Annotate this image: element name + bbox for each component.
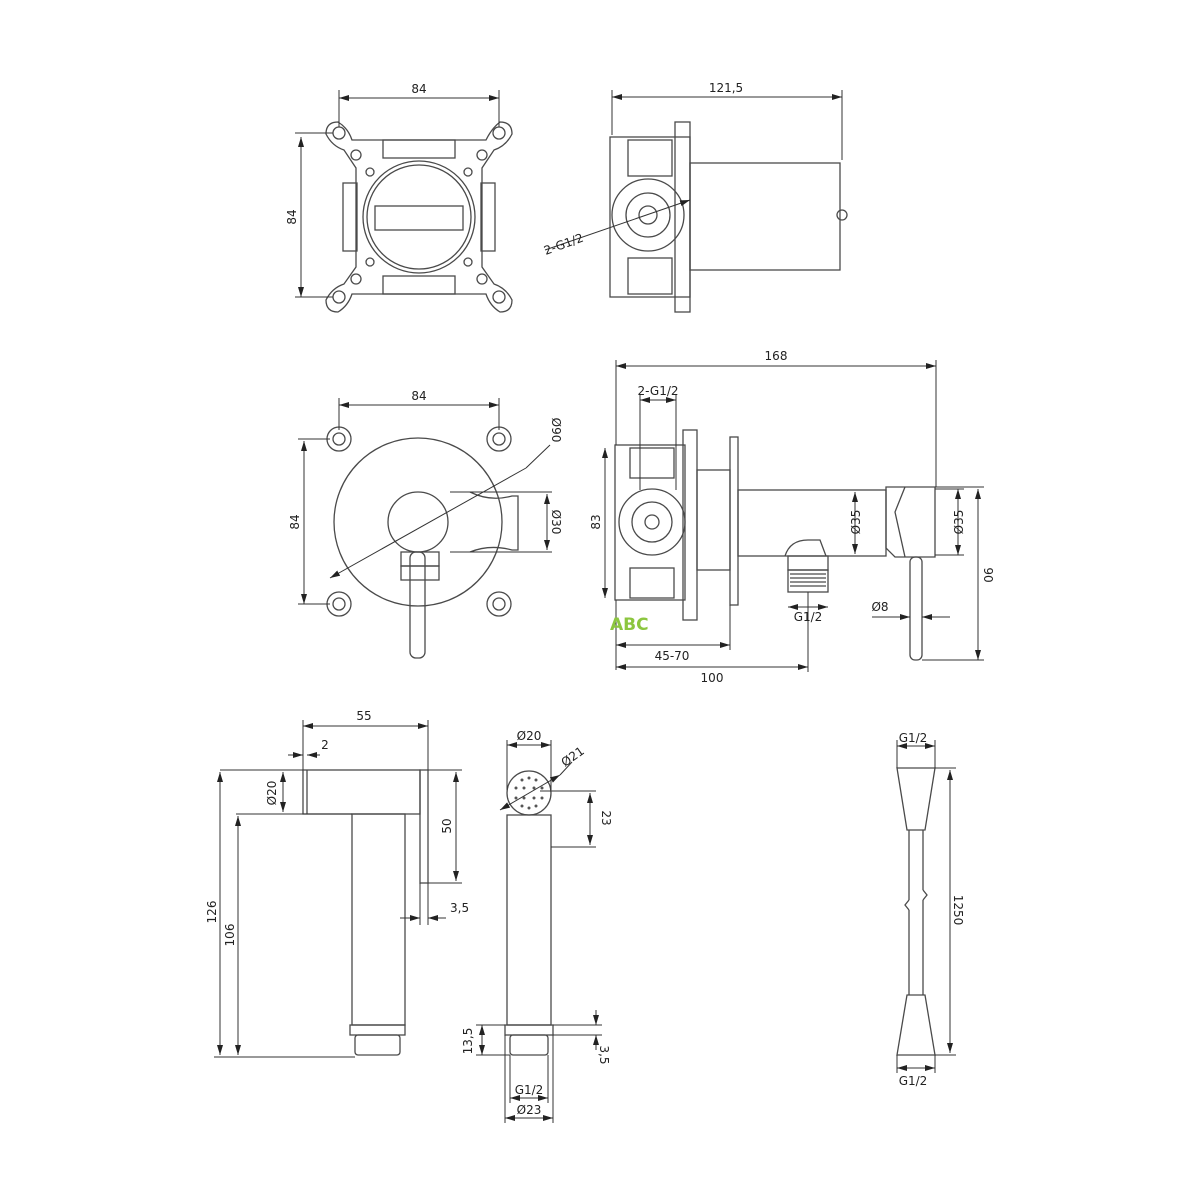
mount-side-view xyxy=(544,90,848,313)
front-head-height: 23 xyxy=(599,810,613,825)
valve-front-view xyxy=(298,398,552,659)
watermark-logo: ABC xyxy=(610,615,649,635)
front-head-diameter: Ø20 xyxy=(517,729,542,743)
front-spray-diameter: Ø21 xyxy=(559,744,587,770)
front-collar-height: 13,5 xyxy=(461,1028,475,1055)
handshower-total-height: 126 xyxy=(205,901,219,924)
handshower-length: 55 xyxy=(356,709,371,723)
front-thread-height: 3,5 xyxy=(597,1045,611,1064)
hose-view xyxy=(896,740,956,1073)
valve-body-height: 83 xyxy=(589,514,603,529)
handshower-side-view xyxy=(214,720,462,1058)
handshower-body-height: 106 xyxy=(223,924,237,947)
hose-length: 1250 xyxy=(951,895,965,926)
valve-pipe-diameter: Ø35 xyxy=(849,510,863,535)
valve-plate-diameter: Ø90 xyxy=(549,418,563,443)
mount-front-height: 84 xyxy=(285,209,299,224)
valve-total-length: 168 xyxy=(765,349,788,363)
valve-wall-depth: 45-70 xyxy=(655,649,690,663)
handshower-lever-length: 50 xyxy=(440,818,454,833)
handshower-head-diameter: Ø20 xyxy=(265,781,279,806)
mount-side-connection: 2-G1/2 xyxy=(542,231,585,258)
mount-side-length: 121,5 xyxy=(709,81,743,95)
mount-front-width: 84 xyxy=(411,82,426,96)
valve-side-view xyxy=(602,360,984,672)
valve-handle-diameter: Ø30 xyxy=(549,510,563,535)
valve-holder-diameter: Ø35 xyxy=(952,510,966,535)
valve-front-width: 84 xyxy=(411,389,426,403)
hose-top-thread: G1/2 xyxy=(899,731,928,745)
handshower-lever-thickness: 2 xyxy=(321,738,329,752)
valve-front-height: 84 xyxy=(288,514,302,529)
valve-outlet-thread: G1/2 xyxy=(794,610,823,624)
valve-outlet-distance: 100 xyxy=(701,671,724,685)
front-collar-diameter: Ø23 xyxy=(517,1103,542,1117)
valve-side-connection: 2-G1/2 xyxy=(637,384,678,398)
valve-rod-diameter: Ø8 xyxy=(871,600,888,614)
handshower-lever-gap: 3,5 xyxy=(450,901,469,915)
front-thread: G1/2 xyxy=(515,1083,544,1097)
handshower-front-view xyxy=(476,740,602,1123)
mount-front-view xyxy=(295,90,513,313)
hose-bottom-thread: G1/2 xyxy=(899,1074,928,1088)
valve-holder-height: 90 xyxy=(981,567,995,582)
